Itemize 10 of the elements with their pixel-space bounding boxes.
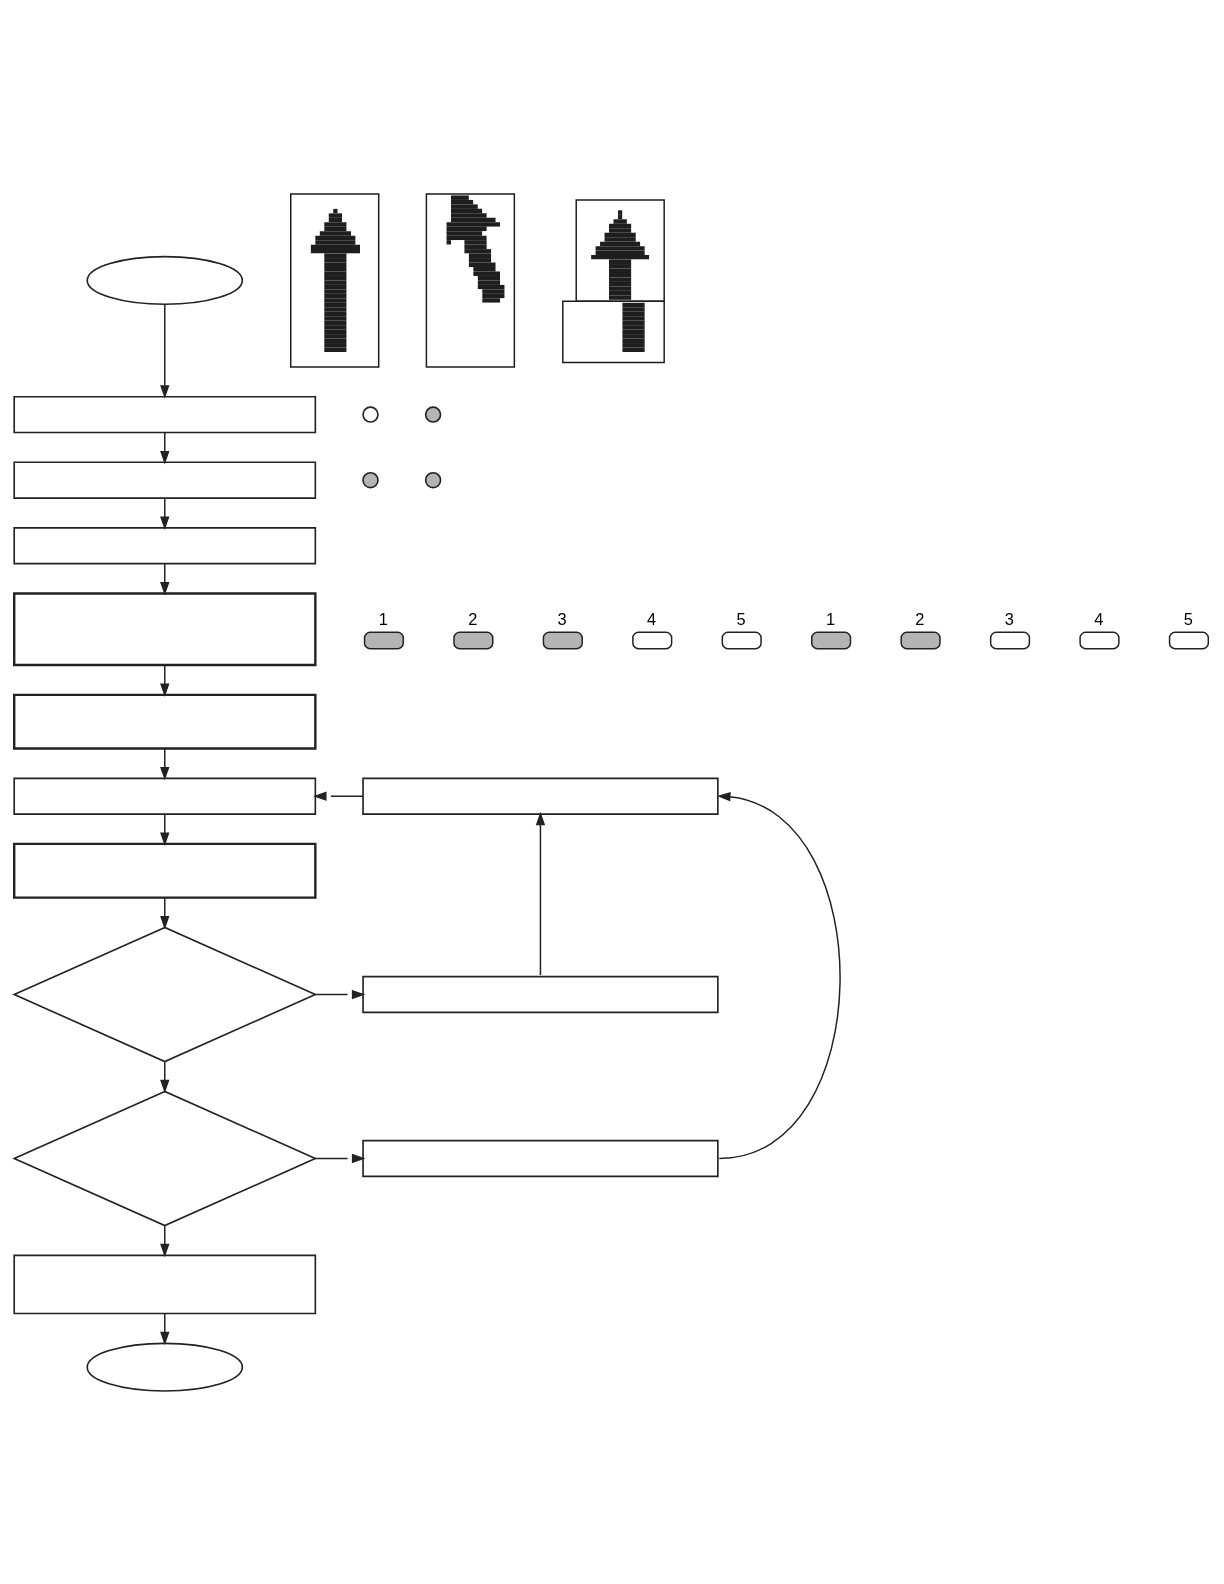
node-label: 3 bbox=[557, 608, 567, 627]
node-label: 5 bbox=[1183, 608, 1193, 627]
node-label: 5 bbox=[736, 608, 746, 627]
node-label: 4 bbox=[647, 608, 657, 627]
node-label: 4 bbox=[1094, 608, 1104, 627]
node-label: 2 bbox=[915, 608, 925, 627]
node-label: 1 bbox=[825, 608, 836, 627]
node-label: 2 bbox=[468, 608, 478, 627]
node-label: 1 bbox=[378, 608, 388, 627]
node-label: 3 bbox=[1004, 608, 1014, 627]
